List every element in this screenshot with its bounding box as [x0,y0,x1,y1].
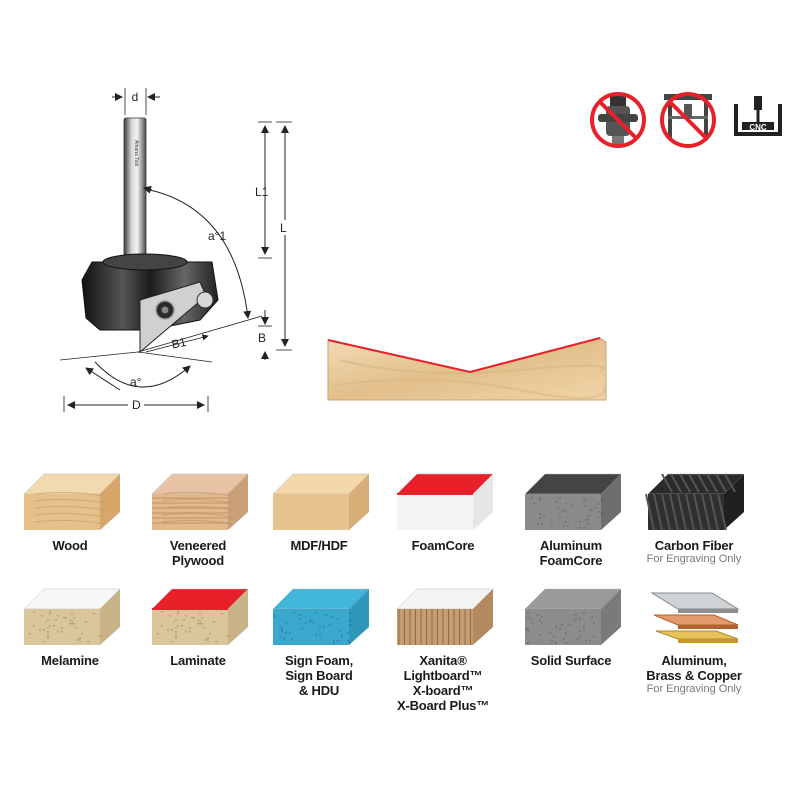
label-l1: L1 [255,185,269,199]
dimension-b: B [258,310,272,360]
dimension-a: a° [59,351,213,391]
material-name-line: Plywood [171,553,225,568]
material-name-line: Brass & Copper [646,668,742,683]
dimension-b1: B1 [137,315,263,353]
material-name-line: Aluminum, [661,653,727,668]
material-name: Melamine [14,653,126,668]
material-swatch [142,470,254,532]
label-b: B [258,331,266,345]
material-swatch [387,470,499,532]
material-swatch [515,470,627,532]
material-name: MDF/HDF [263,538,375,553]
material-melamine: Melamine [14,585,126,668]
dimension-l1: L1 [255,121,272,259]
material-note: For Engraving Only [646,683,742,695]
material-name: FoamCore [387,538,499,553]
material-swatch [638,470,750,532]
material-name: Carbon Fiber [638,538,750,553]
material-swatch [14,585,126,647]
material-name-line: FoamCore [539,553,603,568]
dimension-d: d [112,88,160,115]
material-mdf-hdf: MDF/HDF [263,470,375,553]
material-name-line: FoamCore [411,538,475,553]
material-name-line: Xanita® Lightboard™ [403,653,483,683]
label-d: d [132,90,139,104]
material-swatch [14,470,126,532]
material-swatch [142,585,254,647]
material-name-line: X-board™ [412,683,474,698]
no-handheld-router-icon [590,92,646,148]
router-bit-diagram: d Amana Tool a°1 B1 L1 L [59,88,607,412]
material-swatch [638,585,750,647]
dimension-D: D [63,396,209,412]
material-name: Solid Surface [515,653,627,668]
material-sign-foam: Sign Foam,Sign Board& HDU [263,585,375,698]
label-a: a° [130,375,142,389]
bit-body [81,253,219,354]
material-name-line: Sign Foam, [284,653,354,668]
material-name-line: Sign Board [285,668,353,683]
dimension-l: L [276,121,292,351]
material-name: Aluminum,Brass & Copper [638,653,750,683]
material-name-line: Melamine [41,653,99,668]
label-a1: a°1 [208,229,226,243]
cnc-label: CNC [749,123,767,132]
material-swatch [263,470,375,532]
material-name-line: Aluminum [540,538,602,553]
material-name-line: X-Board Plus™ [396,698,490,713]
material-name-line: & HDU [298,683,340,698]
material-name: Wood [14,538,126,553]
material-swatch [515,585,627,647]
material-foamcore: FoamCore [387,470,499,553]
material-name-line: Wood [52,538,88,553]
material-name-line: Carbon Fiber [654,538,734,553]
material-note: For Engraving Only [646,553,742,565]
material-laminate: Laminate [142,585,254,668]
material-name-line: Laminate [170,653,226,668]
label-b1: B1 [170,335,188,352]
material-name: Sign Foam,Sign Board& HDU [263,653,375,698]
material-name-line: MDF/HDF [290,538,348,553]
material-name: Laminate [142,653,254,668]
shank-engraving: Amana Tool [133,140,139,166]
dimension-a1: a°1 [143,185,252,319]
material-name-line: Solid Surface [530,653,612,668]
material-wood: Wood [14,470,126,553]
cnc-icon: CNC [728,90,788,152]
label-l: L [280,221,287,235]
material-name-line: Veneered [169,538,227,553]
material-swatch [263,585,375,647]
material-solid-surface: Solid Surface [515,585,627,668]
label-D: D [132,398,141,412]
cut-profile-sample [327,337,607,401]
no-router-table-icon [660,92,716,148]
material-swatch [387,585,499,647]
